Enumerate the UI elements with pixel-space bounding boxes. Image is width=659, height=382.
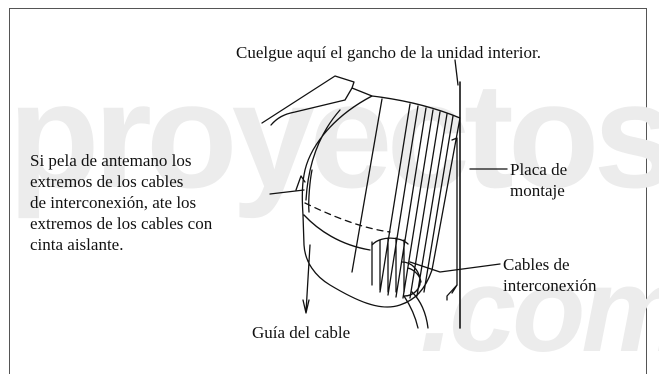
unit-body — [301, 95, 461, 308]
watermark-top: proyectos — [8, 51, 659, 219]
cable-tip-note: Si pela de antemano los extremos de los … — [30, 150, 212, 255]
mounting-plate-label-line: Placa de — [510, 160, 568, 179]
hook-label: Cuelgue aquí el gancho de la unidad inte… — [236, 43, 541, 62]
cable-bundle — [371, 237, 405, 293]
cable-tip-note-line: extremos de los cables — [30, 172, 184, 191]
cable-tip-note-line: Si pela de antemano los — [30, 151, 192, 170]
dashed-guide — [304, 202, 391, 233]
cables-label-line: interconexión — [503, 276, 597, 295]
mounting-plate-label: Placa de montaje — [510, 159, 567, 201]
cable-tip-note-line: de interconexión, ate los — [30, 193, 197, 212]
figure-frame — [9, 8, 647, 374]
unit-top-flap — [261, 75, 355, 126]
cable-guide-label: Guía del cable — [252, 323, 351, 342]
cable-tip-note-line: extremos de los cables con — [30, 214, 213, 233]
mounting-plate-label-line: montaje — [510, 181, 565, 200]
cables-label-line: Cables de — [503, 255, 570, 274]
interconnection-cables-label: Cables de interconexión — [503, 254, 596, 296]
cable-tip-note-line: cinta aislante. — [30, 235, 124, 254]
